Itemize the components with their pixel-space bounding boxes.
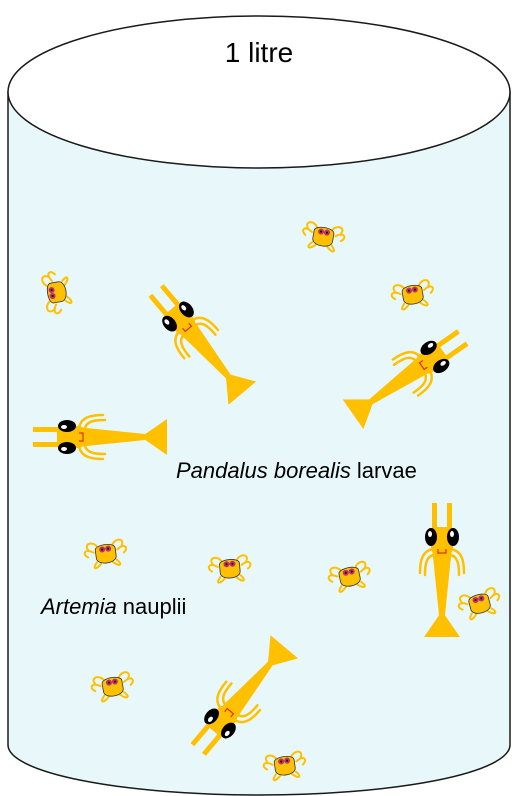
larvae-word: larvae: [357, 458, 417, 483]
nauplii-genus: Artemia: [39, 594, 117, 619]
nauplii-word: nauplii: [123, 594, 187, 619]
volume-label: 1 litre: [225, 37, 293, 68]
larvae-species: Pandalus borealis: [176, 458, 351, 483]
